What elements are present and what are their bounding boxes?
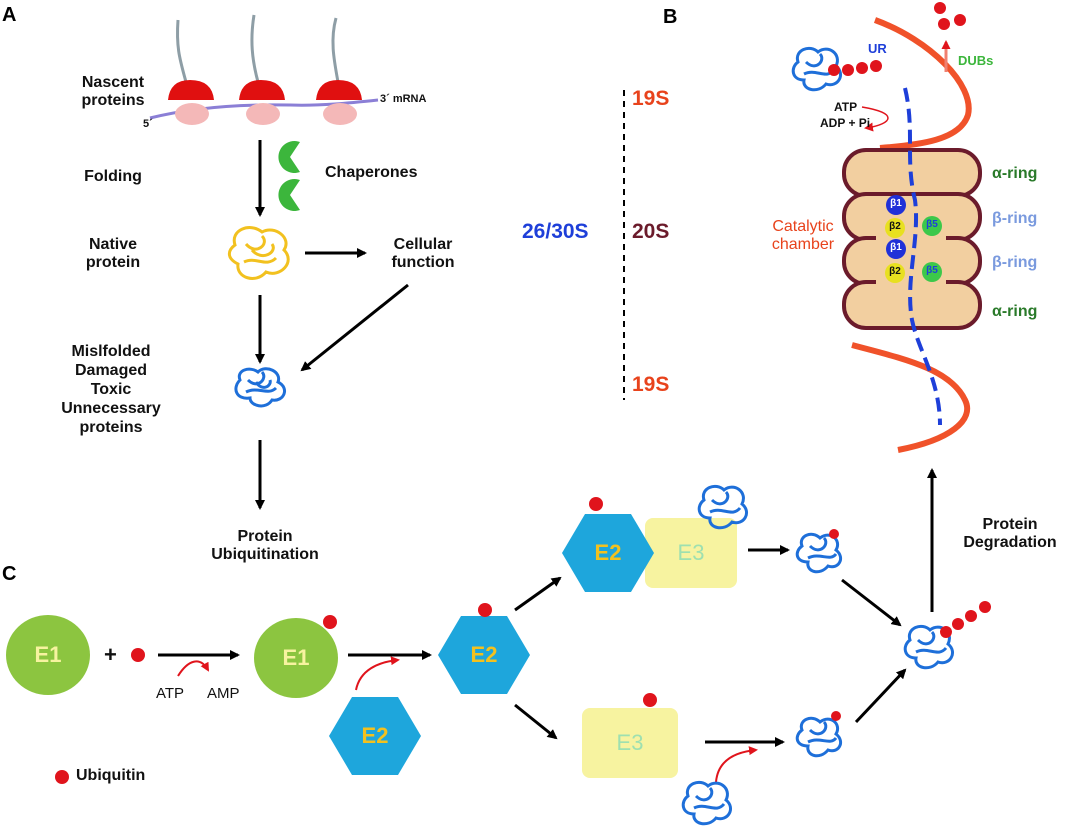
ubiquitin-on-e2 — [478, 603, 492, 617]
label-26-30s: 26/30S — [522, 220, 589, 243]
arrow-to-hect — [514, 703, 558, 740]
e2-recruit-arrow — [355, 656, 400, 691]
arrow-top-merge — [841, 578, 902, 627]
atp-label: ATP — [834, 100, 858, 114]
e3-hect-enzyme — [582, 708, 678, 778]
amp-label: AMP — [207, 685, 240, 702]
beta-ring-2-label: β-ring — [992, 254, 1038, 271]
plus-label: + — [104, 642, 117, 667]
chaperone-icon — [278, 178, 300, 211]
beta2-subunit — [885, 218, 905, 238]
e1-charged-enzyme — [254, 618, 338, 698]
ubiquitin-on-e1 — [323, 615, 337, 629]
polyubiquitin-chain — [940, 601, 991, 638]
panel-label-c: C — [2, 563, 17, 585]
ubiquitin-on-e3 — [643, 693, 657, 707]
substrate-thread — [903, 87, 942, 426]
substrate-protein-icon — [697, 484, 748, 530]
mrna-3-label: 3´ mRNA — [380, 93, 427, 105]
ubiquitin-legend-icon — [55, 770, 69, 784]
beta1-subunit — [886, 239, 906, 259]
e2-charged-label: E2 — [470, 642, 498, 667]
ribosome-icon — [168, 80, 214, 125]
e3-complex-label: E3 — [677, 540, 705, 565]
ubiquitin-legend-label: Ubiquitin — [76, 767, 146, 784]
label-20s: 20S — [632, 220, 670, 243]
atp-arrow — [861, 106, 889, 132]
substrate-protein-icon — [795, 532, 842, 574]
atp-label: ATP — [156, 685, 185, 702]
e3-hect-label: E3 — [616, 730, 644, 755]
ribosome-icon — [316, 80, 362, 125]
beta2-label: β2 — [889, 221, 901, 232]
chaperones-label: Chaperones — [325, 164, 418, 181]
substrate-protein-icon — [681, 780, 732, 826]
e1-enzyme — [6, 615, 90, 695]
e1-label: E1 — [34, 642, 62, 667]
native-protein-icon — [227, 226, 290, 280]
ubiquitin-on-substrate — [831, 711, 841, 721]
beta5-subunit — [922, 216, 942, 236]
label-19s-bottom: 19S — [632, 373, 670, 396]
beta1-subunit — [886, 195, 906, 215]
nascent-chains — [176, 14, 340, 83]
beta2-label: β2 — [889, 266, 901, 277]
beta-ring-1-label: β-ring — [992, 210, 1038, 227]
regulatory-particle-top — [873, 17, 972, 151]
mrna-5-label: 5´ — [143, 118, 153, 130]
ubiquitin-on-substrate — [829, 529, 839, 539]
ur-label: UR — [868, 41, 887, 56]
adp-label: ADP + Pi — [820, 116, 871, 130]
e2-free-enzyme — [329, 697, 421, 775]
substrate-recruit-arrow — [715, 746, 758, 783]
released-ubiquitin — [934, 2, 966, 30]
beta1-label: β1 — [890, 242, 902, 253]
e2-complex-label: E2 — [594, 540, 622, 565]
e1-charged-label: E1 — [282, 645, 310, 670]
atp-amp-arrow — [177, 660, 209, 677]
ribosome-icon — [239, 80, 285, 125]
polyubiquitinated-substrate-icon — [903, 624, 954, 670]
arrow-to-complex — [514, 576, 562, 612]
alpha-ring-bottom-label: α-ring — [992, 303, 1038, 320]
beta2-subunit — [885, 263, 905, 283]
substrate-protein-icon — [795, 716, 842, 758]
regulatory-particle-bottom — [851, 342, 971, 453]
beta1-label: β1 — [890, 198, 902, 209]
beta5-label: β5 — [926, 219, 938, 230]
e2-complex-enzyme — [562, 514, 654, 592]
panel-label-a: A — [2, 4, 17, 26]
chaperone-icon — [278, 140, 300, 173]
folding-label: Folding — [84, 168, 142, 185]
e2-charged-enzyme — [438, 616, 530, 694]
beta5-label: β5 — [926, 265, 938, 276]
panel-label-b: B — [663, 6, 678, 28]
dubs-label: DUBs — [958, 53, 994, 68]
e3-complex-enzyme — [645, 518, 737, 588]
arrow-function-to-misfolded — [300, 283, 409, 372]
e2-free-label: E2 — [361, 723, 389, 748]
arrow-bottom-merge — [854, 668, 907, 724]
beta5-subunit — [922, 262, 942, 282]
label-19s-top: 19S — [632, 87, 670, 110]
misfolded-protein-icon — [234, 367, 287, 408]
ubiquitin-free — [131, 648, 145, 662]
ubiquitin-on-complex — [589, 497, 603, 511]
ubiquitin-chain — [828, 60, 882, 76]
alpha-ring-top-label: α-ring — [992, 165, 1038, 182]
